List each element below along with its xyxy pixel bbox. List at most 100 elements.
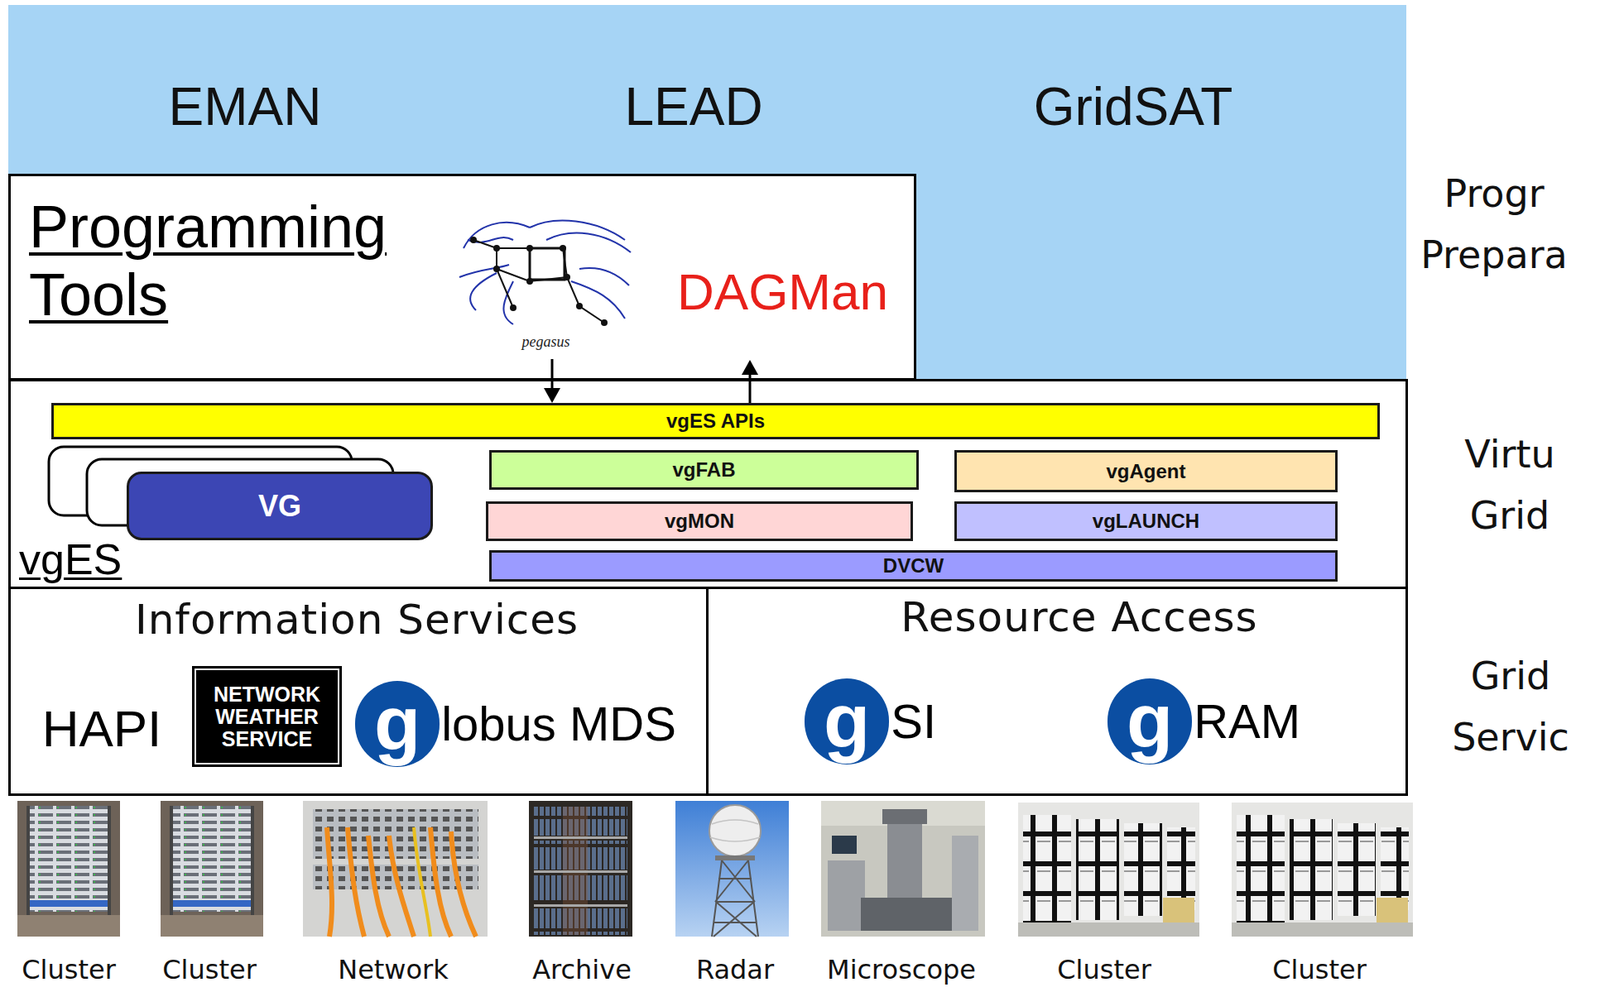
- pegasus-drawing: [459, 221, 631, 327]
- photo-caption: Archive: [515, 954, 649, 986]
- band-extension: [913, 172, 1407, 381]
- microscope-photo: [860, 898, 952, 932]
- microscope-photo: [951, 836, 979, 932]
- cluster-photo: [169, 806, 173, 916]
- archive-photo: [533, 807, 628, 837]
- connector-line: [551, 359, 554, 390]
- radar-photo: [713, 860, 757, 937]
- component-bar: vgMON: [485, 501, 913, 542]
- text-slot: Resource Access: [789, 592, 1370, 643]
- application-band: EMANLEADGridSAT: [8, 4, 1407, 175]
- archive-photo: [533, 908, 628, 936]
- pegasus-drawing: [463, 222, 530, 249]
- network-photo: [326, 827, 476, 937]
- cluster-photo: [1231, 802, 1413, 937]
- application-name: GridSAT: [1009, 75, 1258, 139]
- cluster-photo: [250, 806, 255, 916]
- section-title: Resource Access: [789, 592, 1370, 643]
- text-slot: DAGMan: [665, 260, 900, 324]
- pegasus-drawing: [529, 248, 565, 280]
- cluster-photo: [1376, 898, 1408, 923]
- pegasus-drawing: [459, 264, 510, 278]
- cluster-photo: [1018, 802, 1200, 937]
- pegasus-logo: pegasus: [456, 216, 635, 360]
- pegasus-drawing: [496, 248, 530, 282]
- archive-photo: [562, 807, 588, 936]
- cluster-photo: [1018, 922, 1200, 937]
- component-name: vgLAUNCH: [1092, 509, 1200, 534]
- network-photo: [302, 801, 488, 937]
- pegasus-drawing: [529, 221, 625, 241]
- cluster-photo: [1337, 823, 1376, 917]
- microscope-photo: [887, 815, 923, 899]
- pegasus-drawing: [559, 245, 567, 252]
- network-photo: [368, 836, 390, 937]
- network-photo: [413, 827, 431, 937]
- pegasus-drawing: [546, 233, 631, 253]
- cluster-photo: [1236, 815, 1285, 923]
- radar-photo: [711, 860, 759, 937]
- tools-box: Programming Tools pegasus DAGMan: [8, 173, 917, 381]
- pegasus-drawing: [459, 221, 631, 325]
- archive-photo: [533, 836, 628, 908]
- nws-logo: NETWORK WEATHER SERVICE: [194, 668, 340, 765]
- pegasus-drawing: [493, 265, 500, 273]
- pegasus-drawing: [493, 245, 500, 252]
- section-title: Information Services: [67, 595, 647, 645]
- cluster-photo: [1167, 827, 1196, 911]
- text-slot: GridSAT: [1009, 75, 1258, 139]
- service-name: HAPI: [19, 699, 185, 760]
- microscope-photo: [821, 801, 985, 937]
- network-photo: [430, 827, 452, 937]
- component-bar: vgLAUNCH: [954, 501, 1338, 542]
- network-photo: [312, 809, 479, 860]
- pegasus-drawing: [566, 277, 605, 323]
- archive-photo: [528, 801, 633, 937]
- section-title: Programming Tools: [28, 192, 460, 329]
- arrow-connector: [741, 360, 759, 404]
- network-photo: [312, 864, 479, 890]
- component-bar: vgFAB: [489, 450, 919, 491]
- pegasus-drawing: [571, 281, 625, 319]
- text-slot: gSI: [804, 678, 1053, 765]
- component-bar: DVCW: [489, 550, 1338, 582]
- text-slot: Progr Prepara: [1411, 163, 1577, 286]
- text-slot: Programming Tools: [28, 192, 460, 329]
- cluster-photo: [107, 806, 111, 916]
- pegasus-drawing: [467, 237, 514, 243]
- text-slot: Cluster: [147, 954, 272, 986]
- archive-photo: [528, 801, 633, 937]
- logo-text: pegasus: [456, 332, 635, 351]
- arrow-head: [543, 388, 561, 404]
- radar-photo: [713, 879, 757, 923]
- cluster-photo: [17, 801, 121, 937]
- services-box: Information ServicesHAPI globus MDSNETWOR…: [8, 586, 709, 797]
- cluster-photo: [160, 915, 264, 937]
- text-slot: globus MDS: [355, 681, 703, 768]
- archive-photo: [533, 904, 628, 908]
- component-name: vgFAB: [672, 458, 736, 482]
- text-slot: gRAM: [1107, 678, 1389, 765]
- cluster-photo: [1076, 819, 1120, 921]
- pegasus-drawing: [526, 278, 534, 285]
- component-bar: vgAgent: [954, 450, 1338, 493]
- cluster-photo: [172, 900, 251, 908]
- connector-line: [749, 373, 752, 404]
- text-slot: Virtu Grid: [1427, 423, 1593, 547]
- pegasus-drawing: [563, 273, 571, 281]
- cluster-photo: [17, 915, 121, 937]
- network-photo: [326, 827, 332, 937]
- pegasus-drawing: [473, 240, 605, 323]
- text-slot: HAPI: [19, 699, 185, 760]
- cluster-photo: [26, 806, 30, 916]
- pegasus-drawing: [579, 268, 630, 286]
- photo-caption: Cluster: [147, 954, 272, 986]
- photo-caption: Cluster: [6, 954, 131, 986]
- component-name: vgES APIs: [666, 409, 765, 433]
- network-photo: [302, 801, 488, 937]
- api-bar: vgES APIs: [51, 403, 1380, 440]
- component-name: vgAgent: [1106, 460, 1187, 484]
- text-slot: Cluster: [1257, 954, 1382, 986]
- microscope-photo: [882, 809, 928, 825]
